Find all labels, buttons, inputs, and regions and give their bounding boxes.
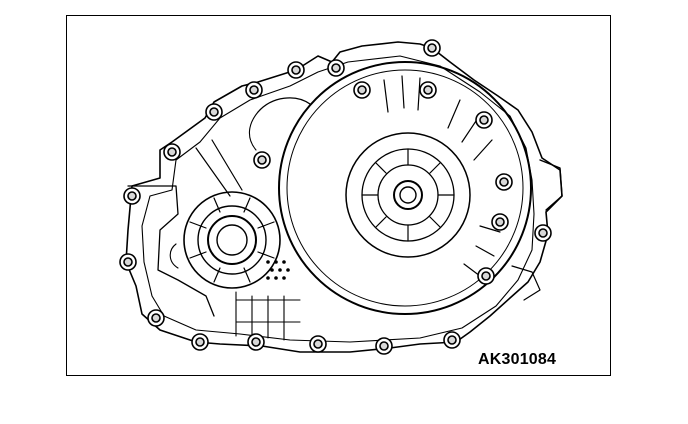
case-bolt-head xyxy=(331,63,341,73)
bolt-group xyxy=(119,39,552,355)
case-bolt-head xyxy=(538,228,548,238)
differential-ring xyxy=(197,205,267,275)
case-bolt-head xyxy=(127,191,137,201)
differential-bore xyxy=(216,224,248,256)
input-hub-inner xyxy=(377,164,439,226)
case-bolt-head xyxy=(249,85,259,95)
input-hub-spokes xyxy=(361,148,455,242)
case-bolt-head xyxy=(195,337,205,347)
input-shaft-inner xyxy=(399,186,417,204)
upper-left-dome xyxy=(257,97,311,113)
upper-left-curve xyxy=(248,111,259,151)
case-bolt-head xyxy=(151,313,161,323)
differential-ribs xyxy=(189,197,275,283)
left-bracket xyxy=(127,185,215,317)
case-bolt-head xyxy=(251,337,261,347)
right-lower-lug xyxy=(511,265,541,301)
clutch-housing-inner xyxy=(286,69,524,307)
case-flange xyxy=(141,55,535,343)
case-bolt-head xyxy=(209,107,219,117)
right-ear xyxy=(539,159,563,211)
clutch-housing xyxy=(278,61,532,315)
case-bolt-head xyxy=(447,335,457,345)
left-rib-2 xyxy=(211,139,243,191)
case-bolt-head xyxy=(123,257,133,267)
case-bolt-head xyxy=(257,155,267,165)
case-bolt-head xyxy=(379,341,389,351)
case-bolt-head xyxy=(427,43,437,53)
input-hub-outer xyxy=(345,132,471,258)
case-bolt-head xyxy=(481,271,491,281)
differential-housing xyxy=(183,191,281,289)
case-bolt-head xyxy=(291,65,301,75)
case-bolt-head xyxy=(495,217,505,227)
case-bolt-head xyxy=(357,85,367,95)
differential-seal xyxy=(207,215,257,265)
case-bolt-head xyxy=(167,147,177,157)
lower-rib-block xyxy=(235,291,301,341)
housing-fins xyxy=(383,75,501,277)
casting-dots xyxy=(266,260,290,280)
case-bolt-head xyxy=(479,115,489,125)
left-pocket xyxy=(169,243,179,269)
case-bolt-head xyxy=(313,339,323,349)
figure-code: AK301084 xyxy=(478,351,557,368)
input-shaft-outer xyxy=(393,180,423,210)
case-bolt-head xyxy=(499,177,509,187)
left-rib-1 xyxy=(195,147,231,197)
case-bolt-head xyxy=(423,85,433,95)
